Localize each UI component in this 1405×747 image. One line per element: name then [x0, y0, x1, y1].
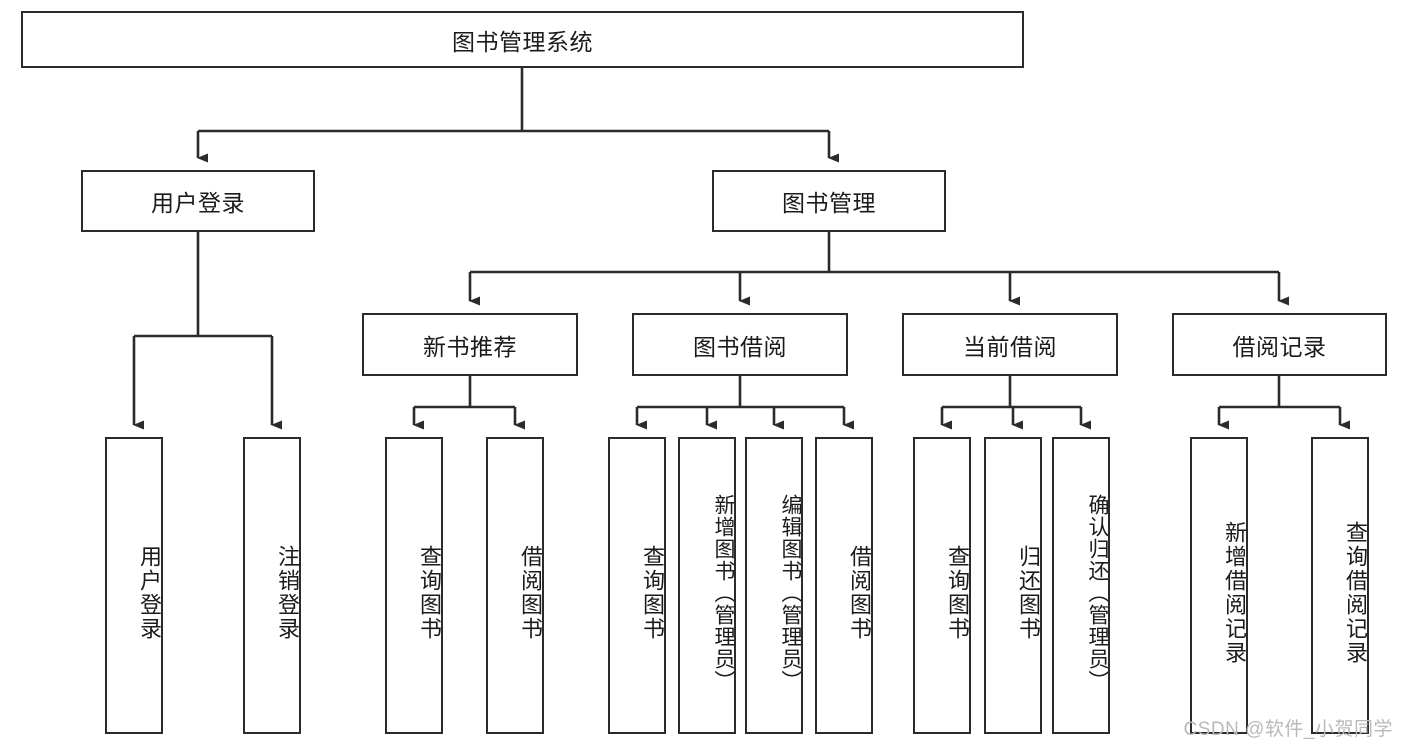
- node-label: 确认归还（管理员）: [1086, 493, 1109, 692]
- node-leaf-borrow-book-recommend[interactable]: 借阅图书: [486, 437, 544, 734]
- node-leaf-query-borrow-record[interactable]: 查询借阅记录: [1311, 437, 1369, 734]
- node-book-management[interactable]: 图书管理: [712, 170, 946, 232]
- node-new-book-recommend[interactable]: 新书推荐: [362, 313, 578, 376]
- node-label: 借阅图书: [518, 544, 543, 641]
- node-label: 新增图书（管理员）: [712, 493, 735, 692]
- node-root[interactable]: 图书管理系统: [21, 11, 1024, 68]
- node-label: 借阅记录: [1232, 333, 1327, 360]
- node-leaf-user-login[interactable]: 用户登录: [105, 437, 163, 734]
- node-leaf-user-logout[interactable]: 注销登录: [243, 437, 301, 734]
- node-label: 用户登录: [151, 190, 245, 216]
- node-leaf-add-borrow-record[interactable]: 新增借阅记录: [1190, 437, 1248, 734]
- node-label: 归还图书: [1016, 544, 1041, 641]
- node-leaf-query-book-recommend[interactable]: 查询图书: [385, 437, 443, 734]
- edges: [132, 68, 1350, 430]
- node-leaf-query-book-borrow[interactable]: 查询图书: [608, 437, 666, 734]
- node-label: 查询图书: [945, 544, 970, 641]
- node-label: 借阅图书: [847, 544, 872, 641]
- node-label: 新增借阅记录: [1222, 520, 1247, 665]
- node-label: 查询图书: [640, 544, 665, 641]
- node-label: 编辑图书（管理员）: [779, 493, 802, 692]
- node-borrow-record[interactable]: 借阅记录: [1172, 313, 1387, 376]
- node-leaf-return-book[interactable]: 归还图书: [984, 437, 1042, 734]
- node-label: 新书推荐: [423, 333, 517, 360]
- node-label: 用户登录: [137, 544, 162, 641]
- node-label: 注销登录: [275, 544, 300, 641]
- node-leaf-add-book[interactable]: 新增图书（管理员）: [678, 437, 736, 734]
- node-leaf-query-book-current[interactable]: 查询图书: [913, 437, 971, 734]
- node-label: 图书管理: [782, 190, 876, 216]
- node-leaf-confirm-return[interactable]: 确认归还（管理员）: [1052, 437, 1110, 734]
- node-leaf-edit-book[interactable]: 编辑图书（管理员）: [745, 437, 803, 734]
- node-leaf-borrow-book[interactable]: 借阅图书: [815, 437, 873, 734]
- node-label: 图书借阅: [693, 333, 787, 360]
- node-label: 查询借阅记录: [1343, 520, 1368, 665]
- node-label: 图书管理系统: [452, 28, 593, 55]
- watermark-label: CSDN @软件_小贺同学: [1183, 719, 1393, 740]
- node-user-login[interactable]: 用户登录: [81, 170, 315, 232]
- node-current-borrow[interactable]: 当前借阅: [902, 313, 1118, 376]
- node-label: 查询图书: [417, 544, 442, 641]
- node-book-borrow[interactable]: 图书借阅: [632, 313, 848, 376]
- node-label: 当前借阅: [963, 333, 1057, 360]
